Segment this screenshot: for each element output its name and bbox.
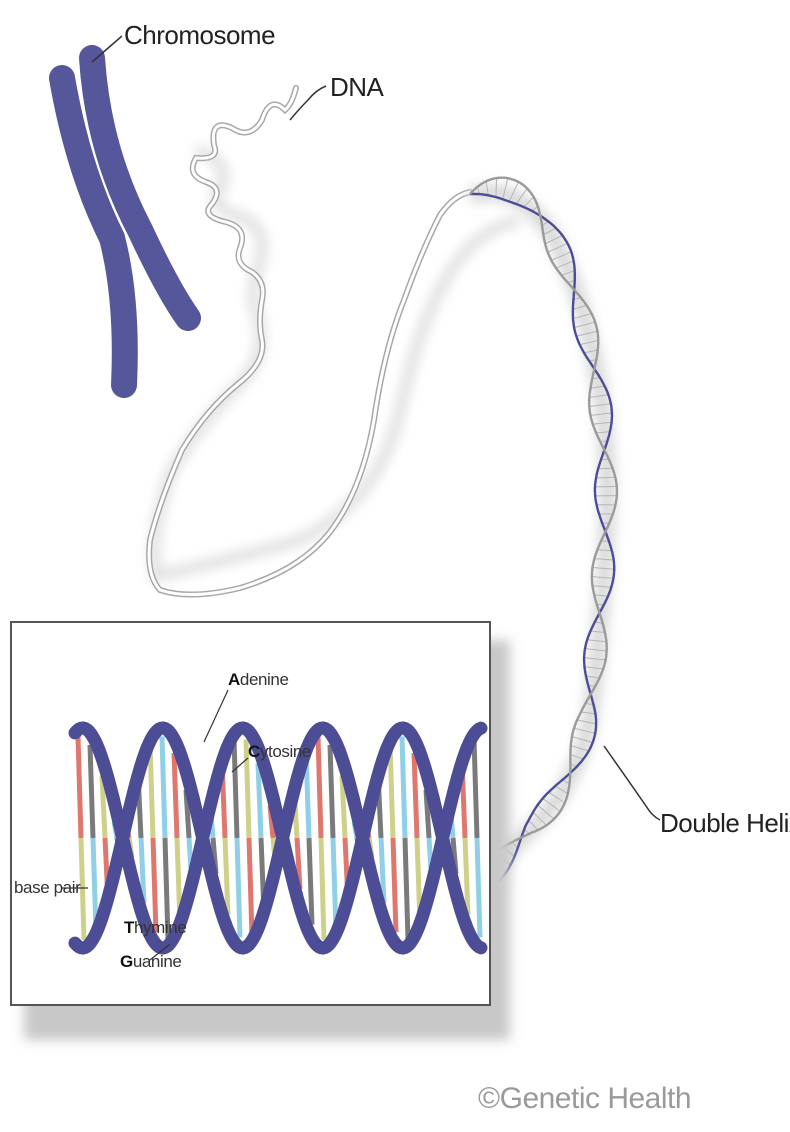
base-pair-rung xyxy=(477,838,480,937)
cytosine-label: Cytosine xyxy=(248,742,311,762)
helix-strand-rung xyxy=(496,178,497,197)
thymine-rest: hymine xyxy=(134,918,186,937)
base-pair-rung xyxy=(318,736,321,838)
thymine-label: Thymine xyxy=(124,918,186,938)
adenine-label: Adenine xyxy=(228,670,289,690)
base-pair-rung xyxy=(390,744,393,838)
base-pair-rung xyxy=(90,745,93,838)
guanine-label: Guanine xyxy=(120,952,181,972)
helix-strand-rung xyxy=(596,477,615,478)
base-pair-rung xyxy=(249,838,252,937)
base-pair-rung xyxy=(162,736,165,838)
cytosine-initial: C xyxy=(248,742,260,761)
base-pair-rung xyxy=(150,744,153,838)
chromosome-shape xyxy=(62,58,188,385)
base-pair-rung xyxy=(234,739,237,838)
base-pair-label: base pair xyxy=(14,878,80,898)
helix-strand-rung xyxy=(598,468,612,469)
chromosome-label: Chromosome xyxy=(124,20,275,51)
guanine-initial: G xyxy=(120,952,133,971)
guanine-rest: uanine xyxy=(133,952,182,971)
base-pair-rung xyxy=(393,838,396,932)
base-pair-rung xyxy=(81,838,84,940)
base-pair-rung xyxy=(402,736,405,838)
base-pair-rung xyxy=(174,753,177,838)
cytosine-rest: ytosine xyxy=(260,742,311,761)
dna-label: DNA xyxy=(330,72,383,103)
base-pair-rung xyxy=(405,838,408,940)
base-pair-rung xyxy=(309,838,312,925)
copyright-credit: ©Genetic Health xyxy=(478,1082,691,1116)
adenine-initial: A xyxy=(228,670,240,689)
double-helix-leader-line xyxy=(604,746,660,820)
thymine-initial: T xyxy=(124,918,134,937)
base-pair-rung xyxy=(237,838,240,937)
adenine-rest: denine xyxy=(240,670,289,689)
base-pair-rung xyxy=(78,736,81,838)
base-pair-rung xyxy=(321,838,324,940)
base-pair-rung xyxy=(330,745,333,838)
base-pair-rung xyxy=(474,739,477,838)
double-helix-label: Double Helix xyxy=(660,808,790,839)
base-pair-rung xyxy=(414,753,417,838)
